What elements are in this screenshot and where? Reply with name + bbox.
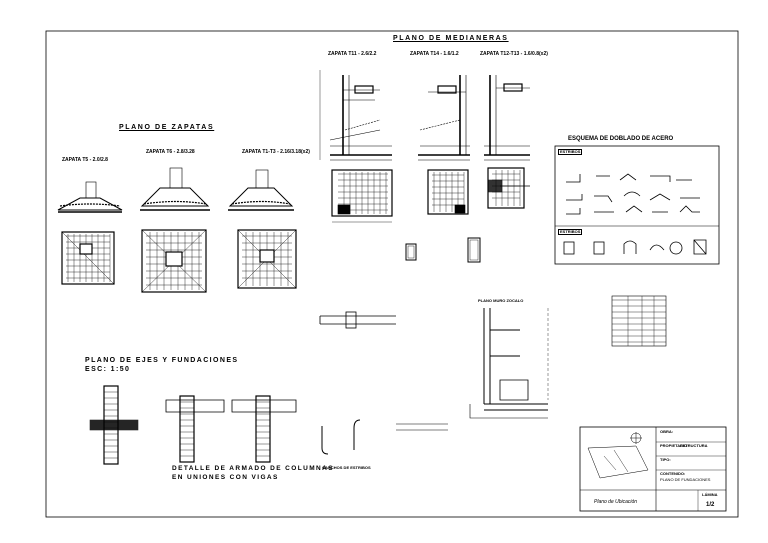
medianera-section-t11: [319, 70, 392, 161]
tb-row-value-0: ESTRUCTURA: [680, 443, 708, 448]
muro-zocalo: [469, 308, 549, 419]
title-detalle-line1: DETALLE DE ARMADO DE COLUMNAS: [172, 465, 334, 472]
label-zapata-t11: ZAPATA T11 - 2.6/2.2: [328, 51, 377, 57]
tb-row-label-3: CONTENIDO:: [660, 471, 686, 476]
tb-row-label-1: PROPIETARIO:: [660, 443, 689, 448]
zapata-section-t1: [228, 169, 294, 211]
zapata-section-t6: [140, 167, 210, 211]
title-plano-ejes: PLANO DE EJES Y FUNDACIONES: [85, 357, 239, 364]
title-block-frame: [579, 426, 727, 512]
columna-detail-3: [231, 395, 297, 463]
title-ganchos: GANCHOS DE ESTRIBOS: [322, 465, 371, 470]
columna-detail-1: [89, 385, 139, 465]
medianera-section-t14: [418, 75, 470, 161]
label-zapata-t12: ZAPATA T12-T13 - 1.6/0.8(x2): [480, 51, 548, 57]
tb-row-value-3: PLANO DE FUNDACIONES: [660, 477, 711, 482]
zapata-section-t5: [57, 181, 123, 213]
columna-detail-2: [165, 395, 225, 463]
tb-plano-ubicacion: Plano de Ubicación: [594, 499, 638, 505]
zapata-plan-t5: [61, 231, 115, 285]
title-detalle-line2: EN UNIONES CON VIGAS: [172, 474, 279, 481]
column-detail-1: [405, 243, 417, 261]
zapata-plan-t1: [237, 229, 297, 289]
tabla-barras: [611, 295, 667, 347]
title-esquema-doblado: ESQUEMA DE DOBLADO DE ACERO: [568, 136, 674, 142]
label-zapata-t5: ZAPATA T5 - 2.0/2.8: [62, 157, 108, 163]
tb-row-label-2: TIPO:: [660, 457, 671, 462]
sheet-border: [45, 30, 739, 518]
esquema-tag-1: ESTRIBOS: [558, 149, 583, 155]
medianera-plan-t11: [331, 169, 393, 223]
tb-row-label-0: OBRA:: [660, 429, 674, 434]
column-detail-2: [467, 237, 481, 263]
title-plano-muro: PLANO MURO ZOCALO: [478, 298, 524, 303]
tb-lamina-number: 1/2: [706, 502, 715, 508]
esquema-tag-2: ESTRIBOS: [558, 229, 583, 235]
medianera-section-t12: [484, 75, 530, 161]
tb-lamina-label: LÁMINA: [702, 492, 718, 497]
title-plano-zapatas: PLANO DE ZAPATAS: [119, 124, 215, 131]
title-escala: ESC: 1:50: [85, 366, 131, 373]
detalle-anclaje: [396, 423, 448, 431]
label-zapata-t6: ZAPATA T6 - 2.8/3.28: [146, 149, 195, 155]
viga-detail: [319, 311, 396, 329]
zapata-plan-t6: [141, 229, 207, 293]
ganchos-estribos: [321, 419, 361, 455]
medianera-plan-t14: [427, 169, 469, 215]
label-zapata-t1: ZAPATA T1-T3 - 2.16/3.18(x2): [242, 149, 310, 155]
title-plano-medianeras: PLANO DE MEDIANERAS: [393, 35, 509, 42]
medianera-plan-t12: [487, 167, 530, 209]
esquema-box: [554, 145, 720, 265]
label-zapata-t14: ZAPATA T14 - 1.6/1.2: [410, 51, 459, 57]
